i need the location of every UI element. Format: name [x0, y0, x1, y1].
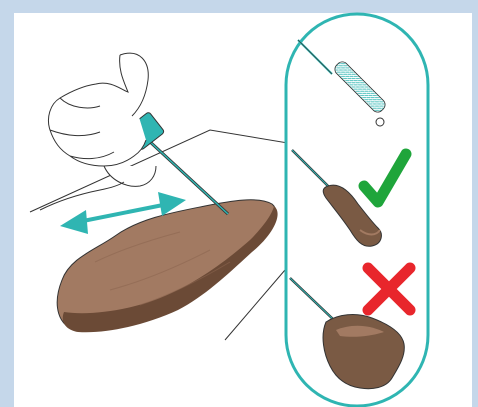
- hand-outline: [40, 53, 156, 210]
- comparison-capsule: [286, 14, 428, 406]
- main-scene: [30, 53, 300, 340]
